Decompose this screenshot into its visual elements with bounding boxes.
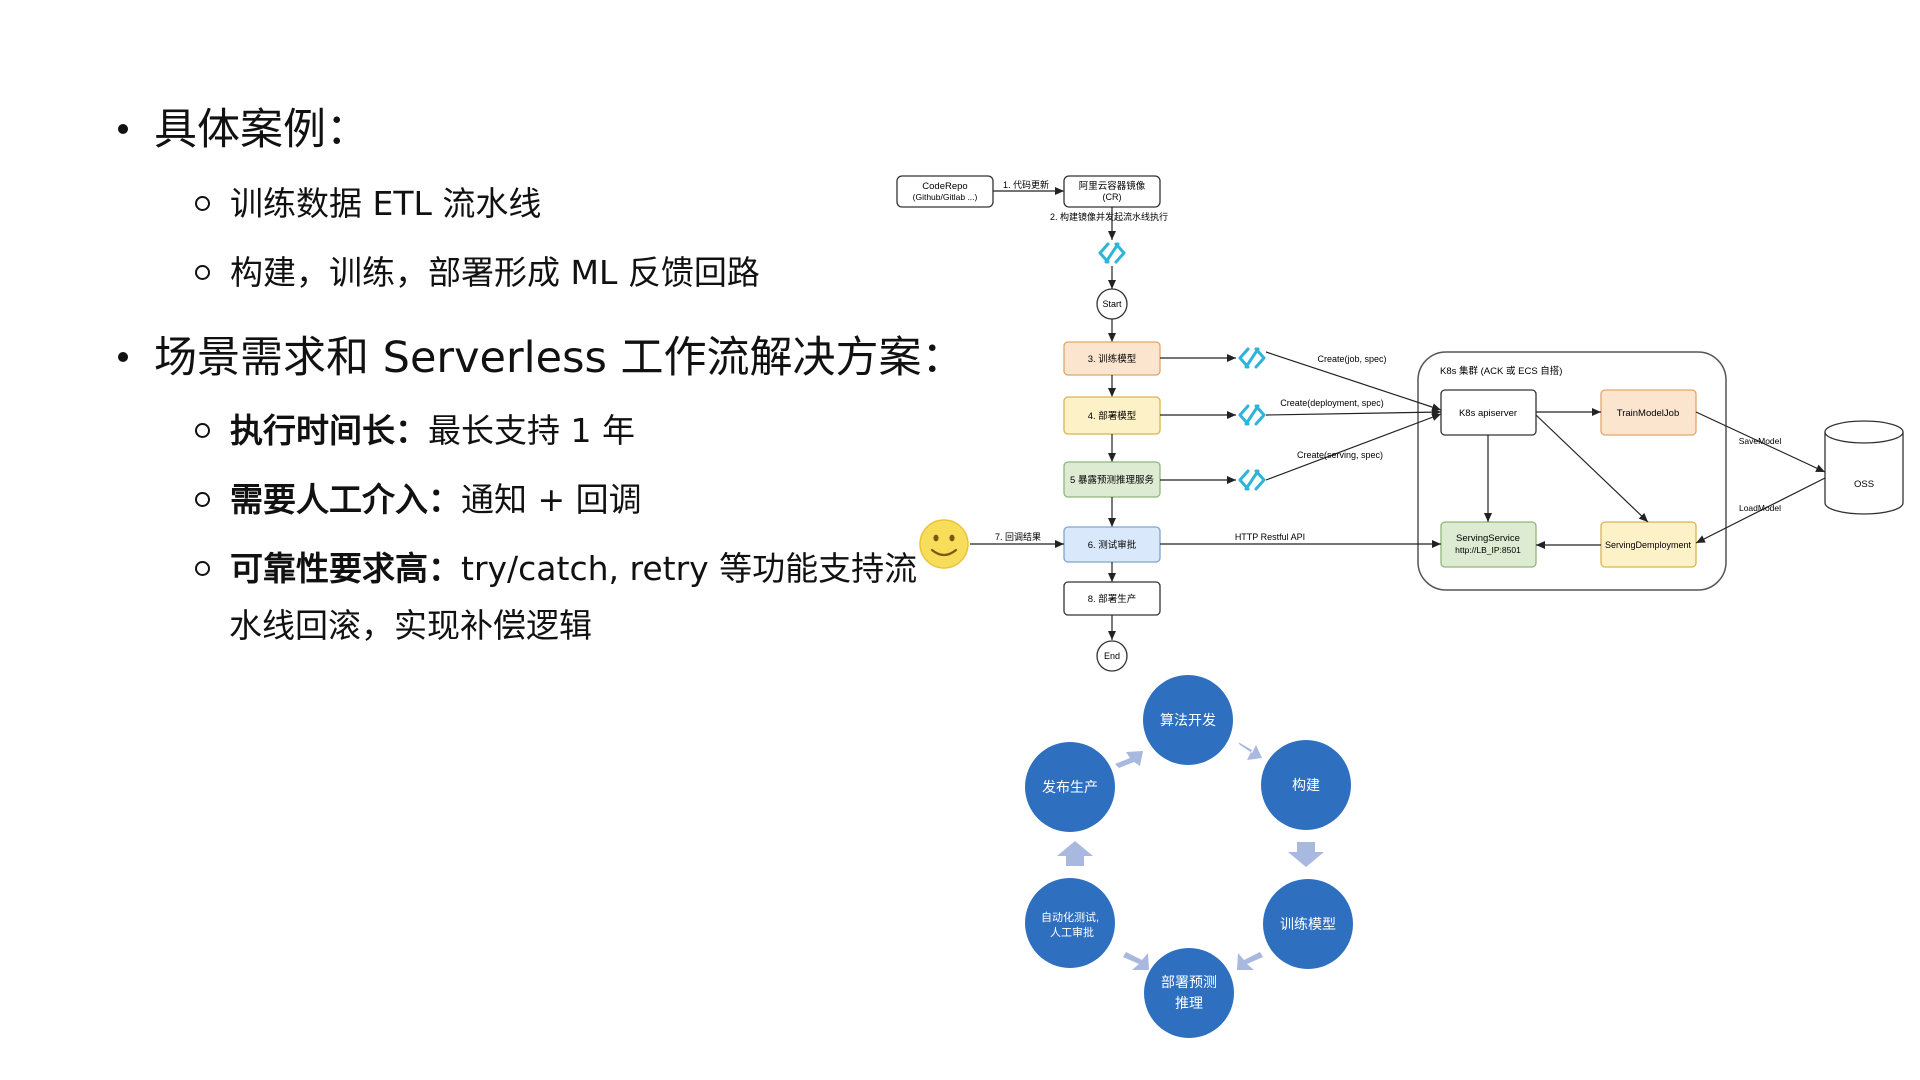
step-deploy-production: 8. 部署生产 (1063, 581, 1161, 616)
cycle-node-release: 发布生产 (1025, 742, 1115, 832)
cycle-node-build-label: 构建 (1292, 777, 1320, 793)
cr-label: 阿里云容器镜像 (1079, 180, 1146, 192)
cycle-arrow-4-5 (1123, 952, 1149, 970)
cycle-node-build: 构建 (1261, 740, 1351, 830)
bullet-manual-intervention: 需要人工介入：通知 + 回调 (195, 475, 642, 525)
bullet-long-execution: 执行时间长：最长支持 1 年 (195, 406, 635, 456)
cycle-node-algorithm-dev: 算法开发 (1143, 675, 1233, 765)
cr-sublabel: (CR) (1103, 192, 1122, 202)
coderepo-node: CodeRepo (Github/Gitlab ...) (896, 175, 994, 208)
oss-storage-icon: OSS (1824, 420, 1904, 515)
step-train-model-label: 3. 训练模型 (1088, 353, 1137, 365)
edge-create-serving-label: Create(serving, spec) (1297, 450, 1383, 460)
cycle-arrow-2-3 (1288, 842, 1324, 867)
edge-save-model (1695, 411, 1826, 473)
end-label: End (1104, 651, 1120, 661)
cycle-node-deploy-inference: 部署预测 推理 (1144, 948, 1234, 1038)
bullet-specific-cases: 具体案例： (118, 102, 369, 158)
edge-http-api-label: HTTP Restful API (1235, 532, 1305, 542)
edge-save-model-label: SaveModel (1739, 436, 1782, 446)
train-model-job-label: TrainModelJob (1617, 408, 1679, 419)
cycle-node-train-model-label: 训练模型 (1280, 916, 1336, 932)
cycle-node-release-label: 发布生产 (1042, 779, 1098, 795)
serving-service-url: http://LB_IP:8501 (1455, 545, 1521, 555)
bullet-ring (195, 423, 210, 438)
bullet-ring (195, 561, 210, 576)
bullet-scenario-requirements: 场景需求和 Serverless 工作流解决方案： (118, 330, 965, 386)
bullet-etl-pipeline: 训练数据 ETL 流水线 (195, 179, 541, 229)
coderepo-label: CodeRepo (922, 181, 967, 192)
step-deploy-production-label: 8. 部署生产 (1088, 593, 1137, 605)
bullet-ring (195, 265, 210, 280)
bullet-ring (195, 492, 210, 507)
end-node: End (1096, 640, 1128, 672)
cycle-node-test-approval-label: 自动化测试, (1041, 910, 1099, 924)
edge-create-serving (1265, 413, 1442, 481)
k8s-apiserver-label: K8s apiserver (1459, 408, 1517, 419)
k8s-cluster-title: K8s 集群 (ACK 或 ECS 自搭) (1440, 365, 1562, 377)
k8s-cluster: K8s 集群 (ACK 或 ECS 自搭) (1417, 351, 1727, 591)
edge-create-deployment-label: Create(deployment, spec) (1280, 398, 1384, 408)
serving-service-label: ServingService (1456, 533, 1520, 544)
cycle-node-algorithm-dev-label: 算法开发 (1160, 712, 1216, 728)
cycle-arrow-3-4 (1237, 952, 1263, 970)
bullet-high-reliability: 可靠性要求高：try/catch, retry 等功能支持流 (195, 544, 917, 594)
edge-load-model-label: LoadModel (1739, 503, 1781, 513)
oss-label: OSS (1854, 479, 1874, 490)
cycle-node-train-model: 训练模型 (1263, 879, 1353, 969)
cr-node: 阿里云容器镜像 (CR) (1063, 175, 1161, 208)
edge-build-image-label: 2. 构建镜像并发起流水线执行 (1050, 211, 1168, 222)
cycle-node-test-approval: 自动化测试, 人工审批 (1025, 878, 1115, 968)
edge-load-model (1695, 477, 1826, 544)
edge-create-job (1265, 351, 1442, 411)
serving-deployment-label: ServingDemployment (1605, 540, 1692, 550)
bullet-ring (195, 196, 210, 211)
start-label: Start (1102, 299, 1122, 309)
bullet-high-reliability-continued: 水线回滚，实现补偿逻辑 (229, 606, 592, 645)
edge-apiserver-serving-deployment (1535, 414, 1649, 523)
bullet-dot (118, 123, 128, 134)
cycle-arrow-5-6 (1057, 841, 1093, 866)
coderepo-sublabel: (Github/Gitlab ...) (913, 192, 978, 202)
cycle-node-test-approval-sublabel: 人工审批 (1050, 925, 1094, 939)
cycle-arrow-6-1 (1115, 751, 1143, 768)
bullet-ml-feedback-loop: 构建，训练，部署形成 ML 反馈回路 (195, 248, 760, 298)
edge-create-job-label: Create(job, spec) (1317, 354, 1386, 364)
cycle-node-deploy-inference-sublabel: 推理 (1175, 995, 1203, 1011)
edge-code-update-label: 1. 代码更新 (1003, 179, 1049, 190)
step-expose-serving: 5 暴露预测推理服务 (1063, 461, 1161, 498)
edge-create-deployment (1265, 408, 1442, 417)
step-test-approval-label: 6. 测试审批 (1088, 539, 1137, 551)
step-deploy-model-label: 4. 部署模型 (1088, 410, 1137, 422)
step-expose-serving-label: 5 暴露预测推理服务 (1070, 474, 1154, 486)
cycle-arrow-1-2 (1238, 742, 1262, 760)
cycle-node-deploy-inference-label: 部署预测 (1161, 974, 1217, 990)
edge-callback-label: 7. 回调结果 (995, 531, 1041, 542)
smiley-face-icon (919, 519, 969, 569)
bullet-dot (118, 351, 128, 362)
